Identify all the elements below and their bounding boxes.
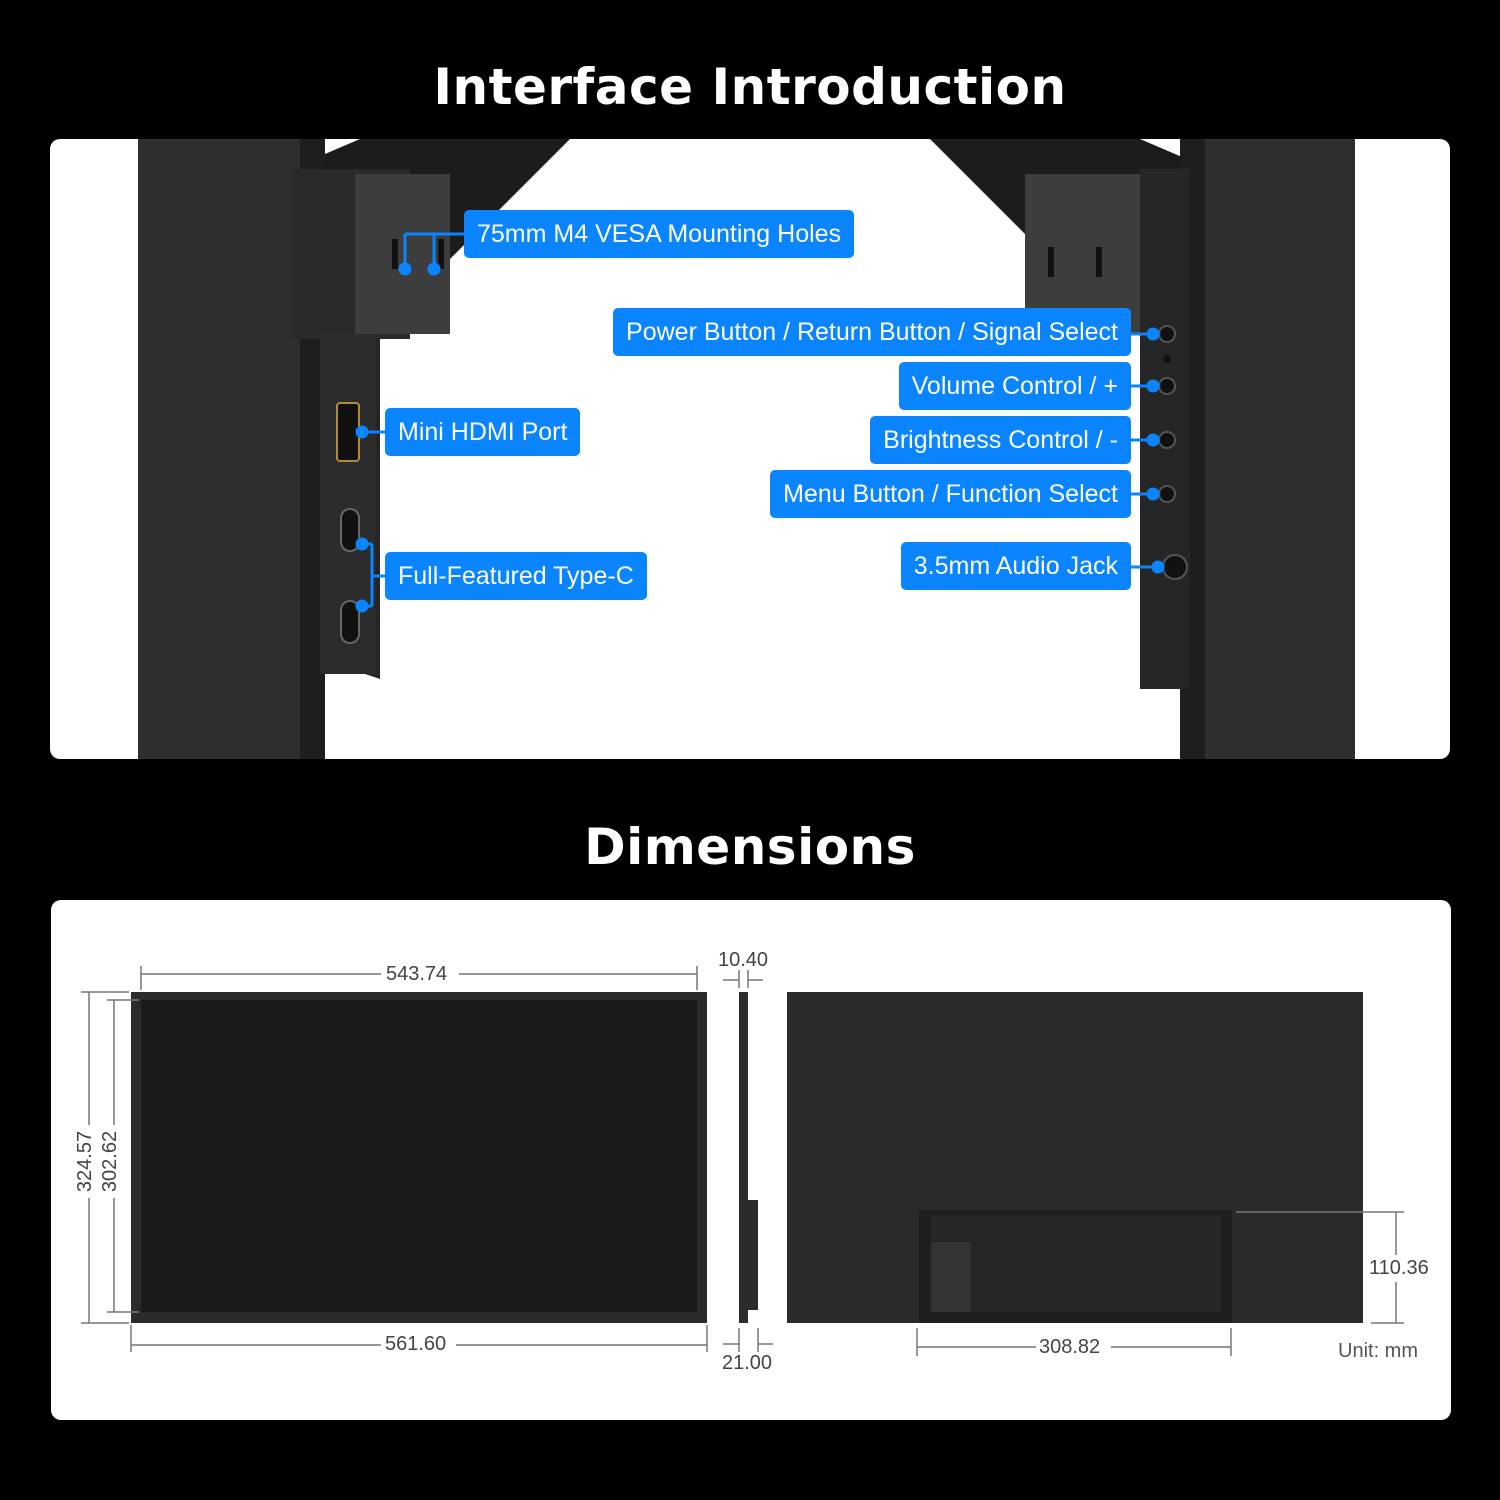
interface-title: Interface Introduction [433,58,1067,116]
power-callout: Power Button / Return Button / Signal Se… [613,308,1131,356]
monitor-interface-illustration [138,139,1355,759]
hdmi-callout: Mini HDMI Port [385,408,581,456]
interface-panel: 75mm M4 VESA Mounting Holes Mini HDMI Po… [50,139,1450,759]
volume-callout: Volume Control / + [898,362,1131,410]
unit-label: Unit: mm [1338,1340,1418,1362]
dim-front-outer-height: 324.57 [74,1130,97,1193]
dim-back-module-height: 110.36 [1369,1257,1429,1279]
dim-front-inner-width: 543.74 [386,963,448,985]
brightness-callout: Brightness Control / - [870,416,1131,464]
menu-callout: Menu Button / Function Select [770,470,1131,518]
dim-side-thin: 10.40 [718,949,769,971]
typec-callout: Full-Featured Type-C [385,552,647,600]
dimensions-panel: 543.74 561.60 324.57 302.62 10.40 21.00 … [51,900,1451,1420]
dim-side-thick: 21.00 [722,1352,773,1374]
dim-front-inner-height: 302.62 [99,1130,122,1193]
dimensions-title: Dimensions [584,818,916,876]
dimension-drawings [81,966,1404,1356]
audio-callout: 3.5mm Audio Jack [900,542,1131,590]
dim-back-module-width: 308.82 [1039,1336,1101,1358]
vesa-callout: 75mm M4 VESA Mounting Holes [464,210,855,258]
dim-front-outer-width: 561.60 [385,1333,447,1355]
